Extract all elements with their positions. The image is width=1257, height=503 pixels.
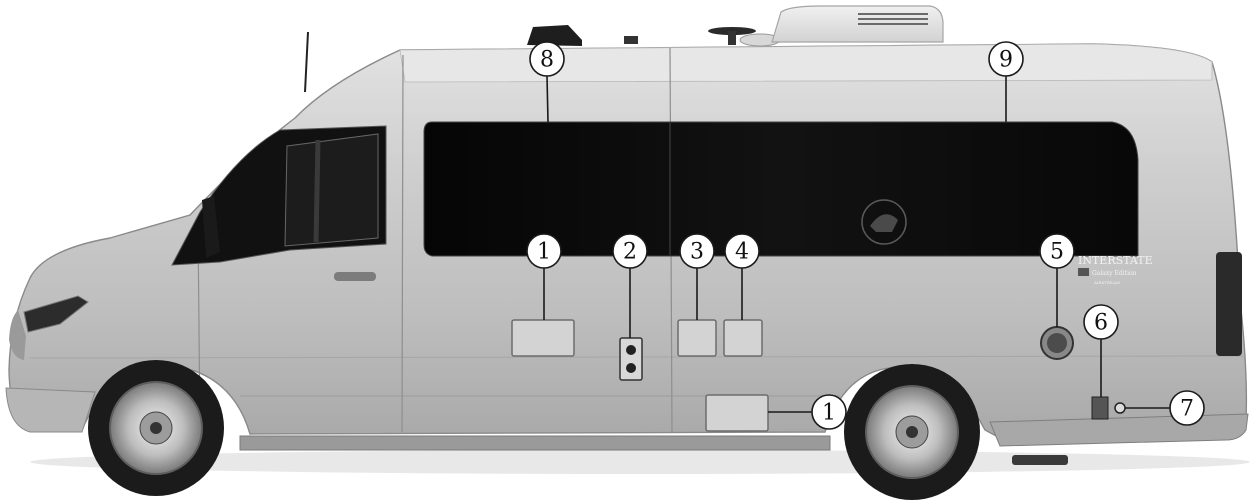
side-window	[424, 122, 1138, 256]
running-board	[240, 436, 830, 450]
badge-brand: INTERSTATE	[1078, 254, 1153, 267]
callout-2-label: 2	[623, 240, 637, 265]
callout-3-label: 3	[690, 240, 704, 265]
roof-equipment	[527, 6, 943, 46]
outlet-panel	[620, 338, 642, 380]
callout-5: 5	[1040, 234, 1074, 268]
hatch-door-3	[678, 320, 716, 356]
storage-door-lower	[706, 395, 768, 431]
callout-6-label: 6	[1094, 311, 1108, 336]
hatch-door-4	[724, 320, 762, 356]
callout-1a: 1	[527, 234, 561, 268]
callout-4: 4	[725, 234, 759, 268]
storage-door-upper	[512, 320, 574, 356]
callout-5-label: 5	[1050, 240, 1064, 265]
front-bumper	[6, 388, 95, 432]
small-hatch	[1092, 397, 1108, 419]
callout-8: 8	[530, 42, 564, 76]
callout-9-label: 9	[999, 48, 1013, 73]
badge-line2: AIRSTREAM	[1093, 280, 1120, 285]
callout-2: 2	[613, 234, 647, 268]
callout-6: 6	[1084, 305, 1118, 339]
door-handle	[334, 272, 376, 281]
callout-8-label: 8	[540, 48, 554, 73]
callout-7: 7	[1170, 391, 1204, 425]
callout-1b: 1	[812, 395, 846, 429]
callout-7-label: 7	[1180, 397, 1194, 422]
round-inlet	[1041, 327, 1073, 359]
roof-panel	[400, 44, 1212, 82]
antenna	[305, 32, 308, 92]
callout-1a-label: 1	[537, 240, 551, 265]
small-port	[1115, 403, 1125, 413]
tail-light	[1216, 252, 1242, 356]
leveling-jack	[1012, 455, 1068, 465]
callout-9: 9	[989, 42, 1023, 76]
rear-wheel	[844, 364, 980, 500]
front-wheel	[88, 360, 224, 496]
callout-4-label: 4	[735, 240, 749, 265]
badge-line1: Galaxy Edition	[1092, 270, 1137, 277]
callout-1b-label: 1	[822, 401, 836, 426]
callout-3: 3	[680, 234, 714, 268]
